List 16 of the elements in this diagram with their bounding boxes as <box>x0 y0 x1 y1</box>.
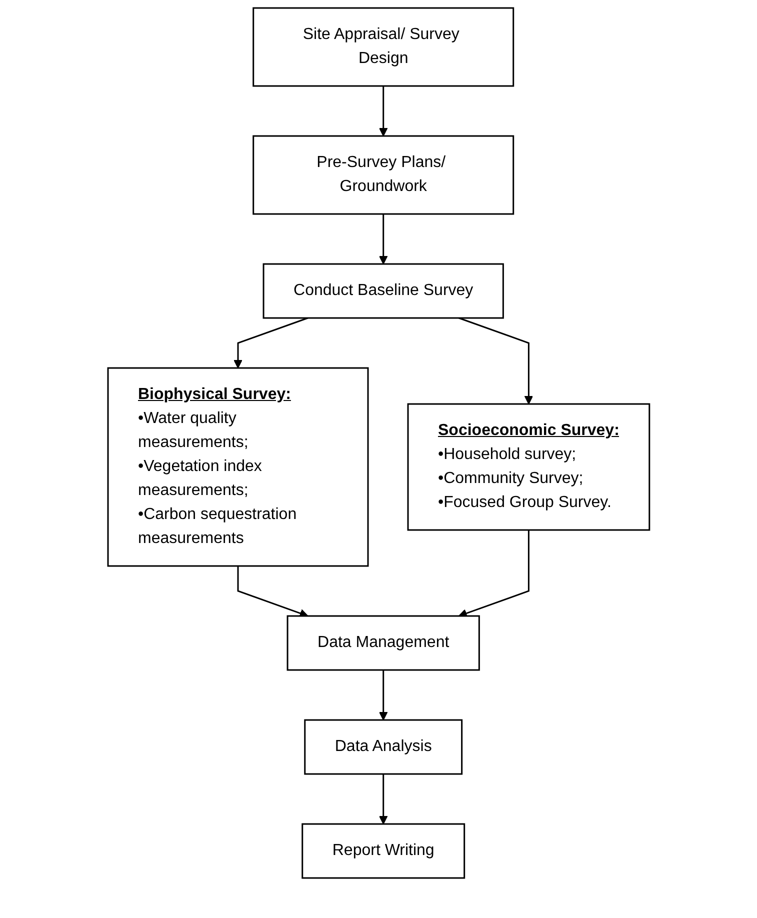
arrow <box>458 530 530 618</box>
node-box: Report Writing <box>301 823 465 879</box>
node-box: Data Analysis <box>304 719 462 775</box>
node-box: Biophysical Survey: •Water quality measurements; •Vegetation index measurements; •Carbon sequestration measurements <box>107 367 369 567</box>
arrow <box>378 670 388 720</box>
arrow <box>233 317 308 368</box>
arrow <box>378 774 388 824</box>
arrow <box>237 566 308 618</box>
node-box: Conduct Baseline Survey <box>262 263 504 319</box>
node-box: Data Management <box>286 615 480 671</box>
node-box: Pre-Survey Plans/ Groundwork <box>252 135 514 215</box>
arrow <box>378 214 388 264</box>
node-box: Socioeconomic Survey: •Household survey; •Community Survey; •Focused Group Survey. <box>407 403 650 531</box>
arrow <box>458 317 533 404</box>
arrow <box>378 86 388 136</box>
node-box: Site Appraisal/ Survey Design <box>252 7 514 87</box>
